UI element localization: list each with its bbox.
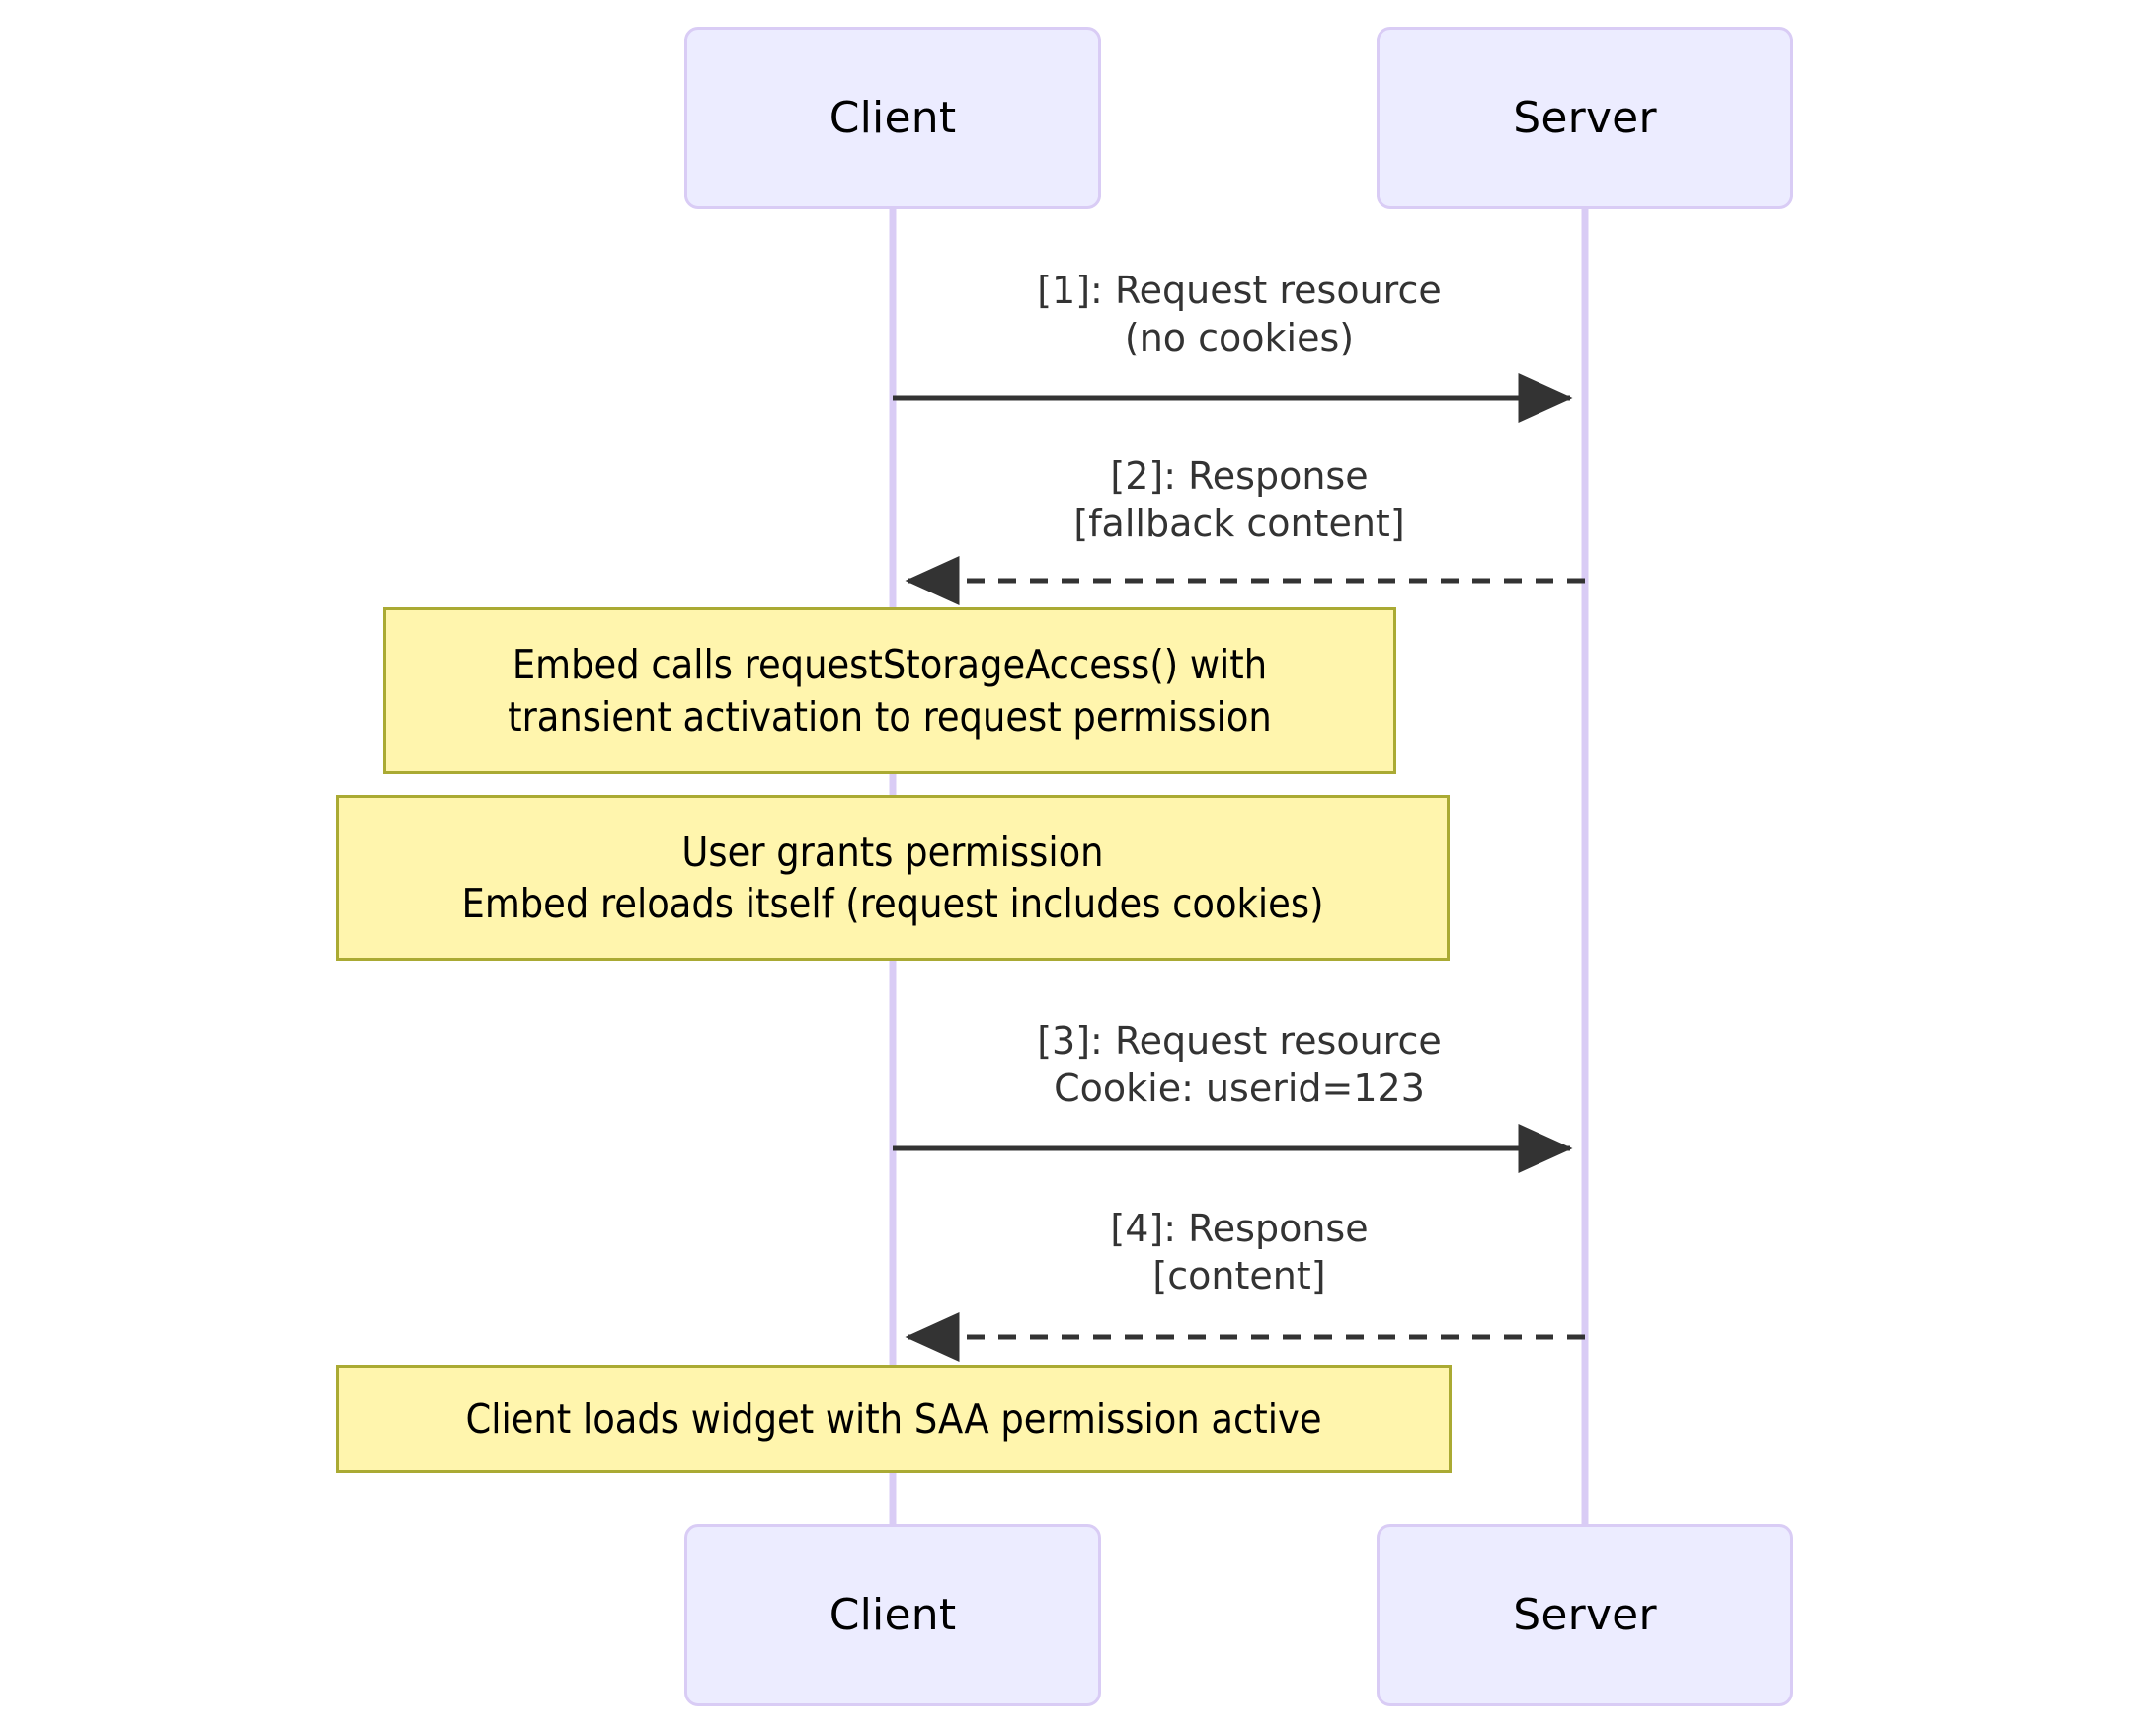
message-label-3: [3]: Request resource Cookie: userid=123 bbox=[1037, 1019, 1442, 1111]
message-label-2: [2]: Response [fallback content] bbox=[1073, 454, 1405, 546]
participant-label-client-top: Client bbox=[829, 92, 957, 143]
participant-box-server-top[interactable]: Server bbox=[1377, 27, 1793, 209]
participant-label-server-top: Server bbox=[1513, 92, 1657, 143]
note-box-1[interactable]: Embed calls requestStorageAccess() with … bbox=[383, 607, 1396, 774]
note-text-3: Client loads widget with SAA permission … bbox=[465, 1394, 1322, 1443]
message-label-4: [4]: Response [content] bbox=[1110, 1207, 1369, 1299]
note-box-2[interactable]: User grants permission Embed reloads its… bbox=[336, 795, 1450, 961]
note-text-1: Embed calls requestStorageAccess() with … bbox=[508, 641, 1272, 741]
participant-box-client-top[interactable]: Client bbox=[684, 27, 1101, 209]
message-label-1: [1]: Request resource (no cookies) bbox=[1037, 269, 1442, 360]
participant-label-client-bottom: Client bbox=[829, 1589, 957, 1640]
participant-box-server-bottom[interactable]: Server bbox=[1377, 1524, 1793, 1706]
participant-box-client-bottom[interactable]: Client bbox=[684, 1524, 1101, 1706]
note-text-2: User grants permission Embed reloads its… bbox=[461, 828, 1324, 927]
note-box-3[interactable]: Client loads widget with SAA permission … bbox=[336, 1365, 1452, 1473]
participant-label-server-bottom: Server bbox=[1513, 1589, 1657, 1640]
